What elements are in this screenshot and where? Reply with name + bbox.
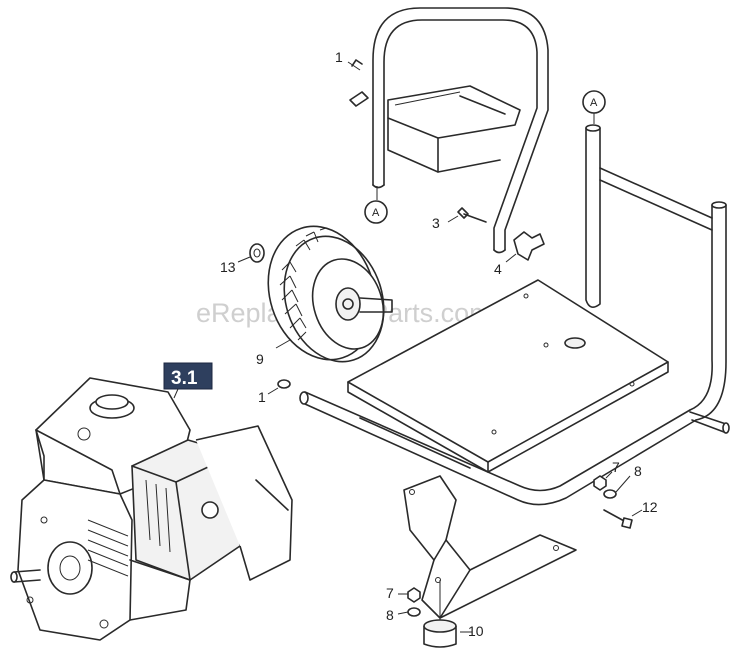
part-badge-3-1 [163,362,213,399]
callout-7-right: 7 [612,459,620,475]
knob-part-4 [505,231,545,263]
callout-12: 9 [256,351,264,367]
pin-part-1-lower [267,379,291,395]
mount-bracket [403,475,577,619]
callout-4: 4 [494,261,502,277]
callout-10: 10 [468,623,484,639]
nut-part-7-lower [398,587,421,603]
callout-1-lower: 1 [258,389,266,405]
callout-13: 13 [220,259,236,275]
callout-8-right: 8 [634,463,642,479]
callout-3: 3 [432,215,440,231]
callout-7-lower: 7 [386,585,394,601]
callout-1-top: 1 [335,49,343,65]
pin-part-1-top [347,59,369,107]
foot-part-10 [423,580,472,648]
washer-part-8-right [603,475,631,499]
base-plate [347,279,669,473]
connector-a-right-label: A [590,97,598,109]
callout-8-lower: 8 [386,607,394,623]
wheel-part-12 [267,225,393,363]
frame-assembly [299,124,730,506]
callout-9: 12 [642,499,658,515]
bolt-part-9 [603,509,643,529]
nut-part-7-right [593,471,613,491]
washer-part-8-lower [397,607,421,617]
connector-a-left-label: A [372,207,380,219]
connector-a-left [364,186,388,224]
engine-part-3-1 [10,377,293,641]
handle-assembly [372,7,549,254]
connector-a-right [582,90,606,124]
screw-part-3 [447,207,487,223]
washer-part-13 [237,243,265,263]
badge-label: 3.1 [171,368,198,389]
